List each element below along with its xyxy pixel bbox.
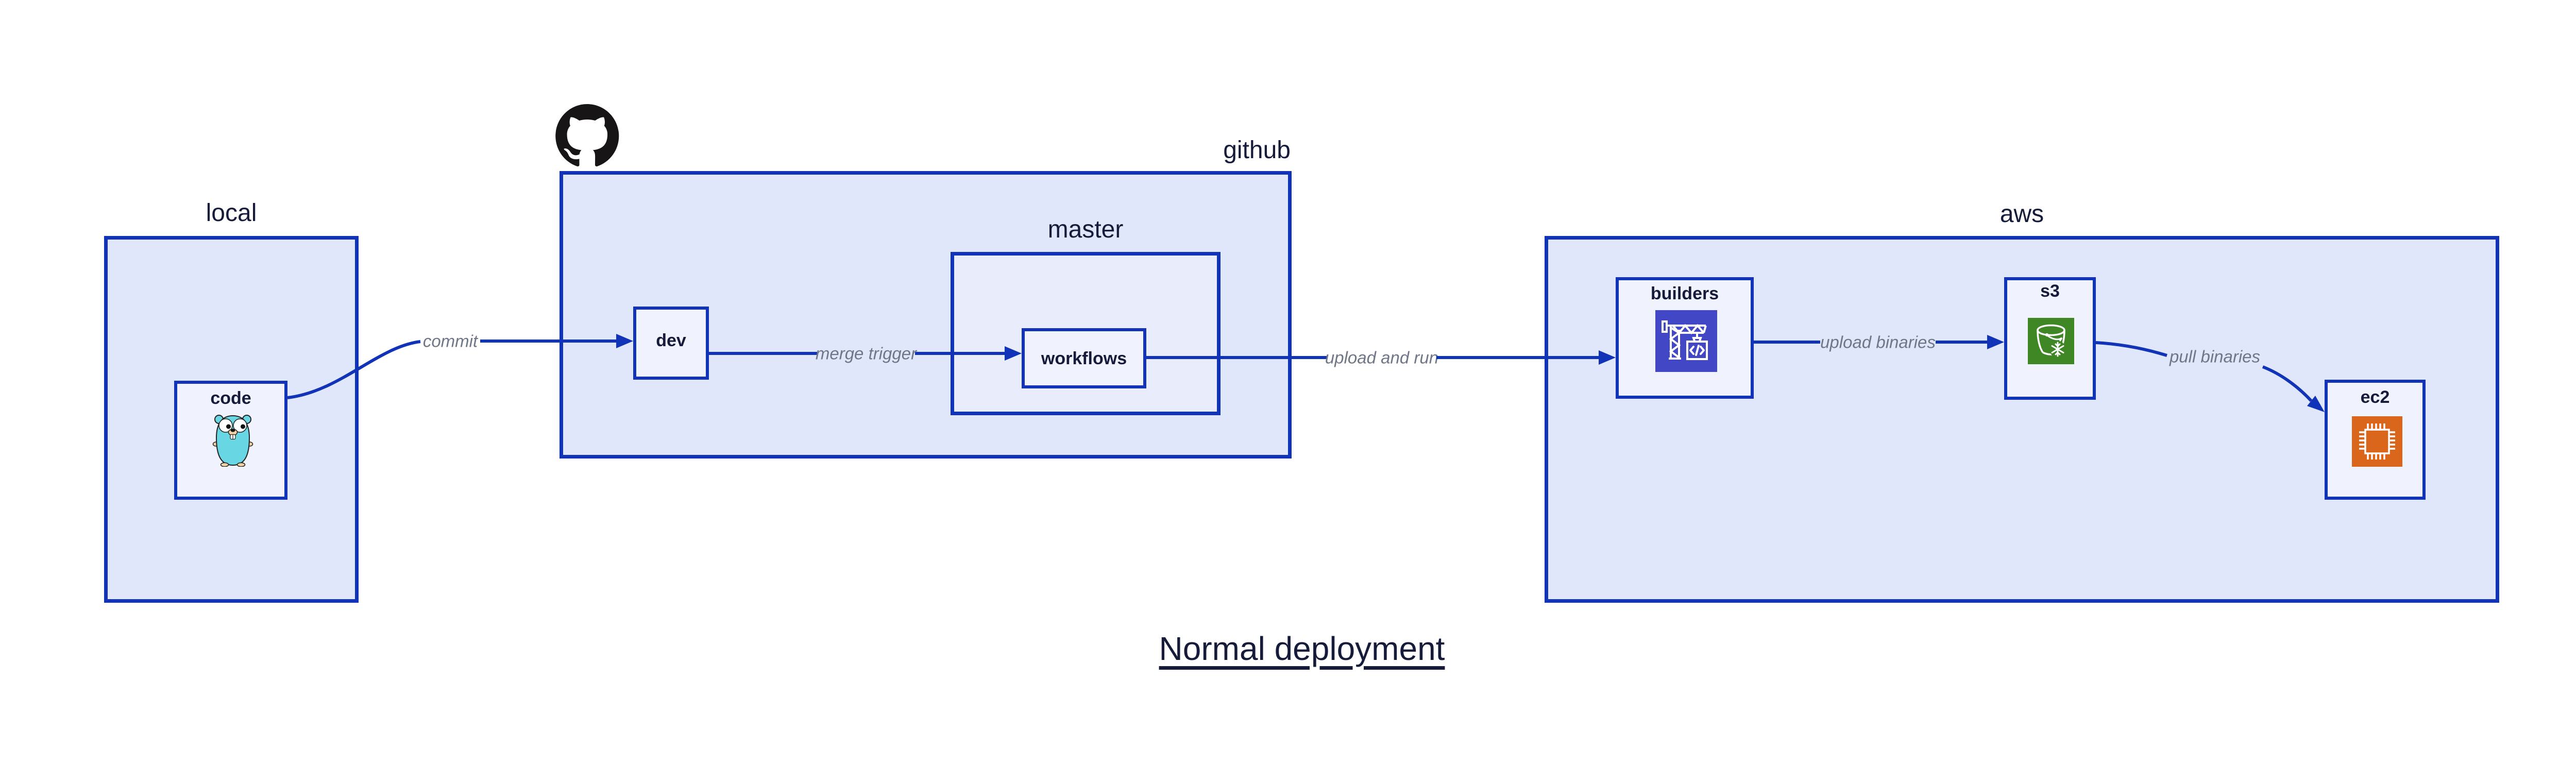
workflows-node-label: workflows — [1041, 349, 1127, 368]
builders-node-label: builders — [1650, 284, 1719, 303]
master-container-label: master — [1047, 216, 1124, 243]
workflows-node-box — [1022, 328, 1146, 388]
go-gopher-icon — [212, 415, 253, 467]
diagram-title: Normal deployment — [1159, 630, 1445, 667]
dev-node-box — [633, 307, 709, 380]
ec2-node-label: ec2 — [2360, 387, 2390, 407]
s3-node-label: s3 — [2040, 281, 2060, 301]
github-container-label: github — [1223, 137, 1291, 164]
aws-container-label: aws — [1999, 200, 2044, 228]
github-octocat-icon — [555, 104, 619, 166]
builders-node-box — [1616, 277, 1754, 399]
s3-bucket-icon — [2028, 318, 2074, 364]
ec2-chip-icon — [2352, 416, 2402, 467]
code-node-label: code — [210, 388, 251, 408]
local-container-label: local — [206, 199, 257, 227]
builders-crane-icon — [1655, 310, 1717, 372]
commit-arrow-label: commit — [423, 332, 479, 351]
dev-node-label: dev — [656, 331, 686, 350]
upload-and-run-arrow-label: upload and run — [1325, 348, 1438, 367]
